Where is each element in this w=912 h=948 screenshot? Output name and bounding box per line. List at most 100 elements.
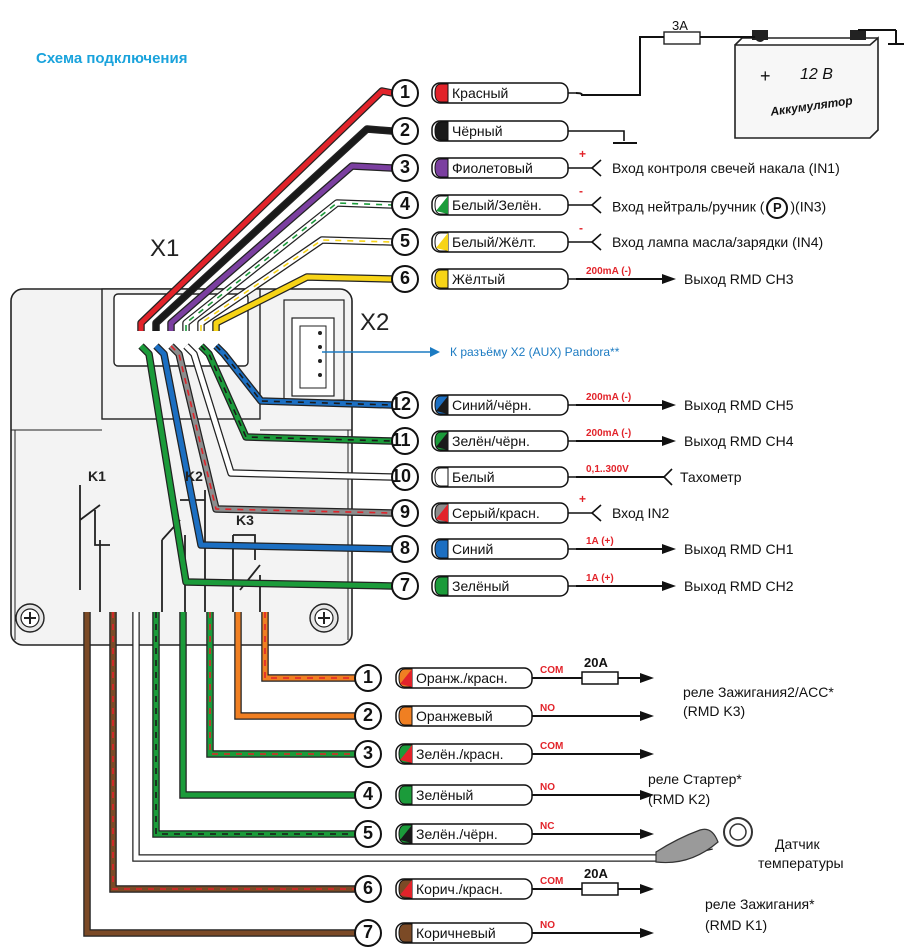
wire-number: 12 — [390, 394, 412, 414]
wire-relay-3 — [207, 612, 355, 757]
relay-group-k3-line1: реле Зажигания2/ACC* — [683, 684, 834, 700]
wire-number: 8 — [399, 538, 410, 558]
wire-number: 7 — [399, 575, 410, 595]
screw-icon-left — [15, 603, 45, 633]
wire-x1-7 — [139, 344, 393, 589]
wire-x1-1 — [138, 88, 393, 331]
wire-label: Коричневый — [416, 925, 496, 941]
relay-group-k1-line2: (RMD K1) — [705, 917, 768, 933]
temperature-sensor-icon — [655, 828, 719, 864]
wire-label: Жёлтый — [452, 271, 506, 287]
wire-relay-7 — [84, 612, 355, 936]
wire-number-circle — [391, 79, 419, 107]
fuse-icon — [581, 882, 619, 896]
wire-number-circle — [354, 919, 382, 947]
wire-signal: 1A (+) — [586, 573, 614, 584]
wire-label: Зелёный — [452, 578, 510, 594]
battery-plus: + — [760, 66, 771, 86]
wire-number-circle — [391, 391, 419, 419]
module-body — [10, 288, 353, 646]
wire-number: 11 — [391, 430, 411, 450]
wire-number: 5 — [362, 823, 373, 843]
wire-x1-6 — [213, 274, 393, 331]
wire-signal: NO — [540, 920, 555, 931]
parking-brake-icon: P — [766, 197, 789, 219]
wire-number: 10 — [390, 466, 412, 486]
wire-signal: NO — [540, 782, 555, 793]
wire-number: 1 — [362, 667, 373, 687]
wire-number: 9 — [399, 502, 410, 522]
wire-x1-10 — [184, 344, 393, 480]
wire-signal: + — [579, 492, 587, 506]
wire-label: Зелён./чёрн. — [416, 826, 498, 842]
wire-number-circle — [391, 117, 419, 145]
wire-label: Зелёный — [416, 787, 474, 803]
wire-number-circle — [391, 572, 419, 600]
wire-number: 7 — [362, 922, 373, 942]
connector-x1-label: X1 — [150, 235, 180, 262]
relay-k1-label: K1 — [88, 468, 106, 484]
wire-number: 6 — [362, 878, 373, 898]
wire-number: 2 — [362, 705, 373, 725]
screw-icon-right — [309, 603, 339, 633]
wire-number: 1 — [399, 82, 410, 102]
fuse-label: 20A — [584, 655, 608, 670]
wire-number-circle — [391, 154, 419, 182]
wire-signal: 1A (+) — [586, 536, 614, 547]
fuse-icon — [581, 671, 619, 685]
battery-fuse — [663, 31, 701, 45]
wire-number: 4 — [399, 194, 410, 214]
wire-label: Белый/Жёлт. — [452, 234, 537, 250]
relay-k2-label: K2 — [185, 468, 203, 484]
wire-function: Выход RMD CH5 — [684, 397, 794, 413]
wire-label: Серый/красн. — [452, 505, 540, 521]
wire-number-circle — [391, 499, 419, 527]
wire-function: Тахометр — [680, 469, 742, 485]
wire-label: Оранжевый — [416, 708, 493, 724]
relay-group-k2-line1: реле Стартер* — [648, 771, 742, 787]
wire-x1-2 — [153, 126, 393, 331]
wire-signal: - — [579, 221, 583, 235]
wire-number: 6 — [399, 268, 410, 288]
relay-group-k2-line2: (RMD K2) — [648, 791, 711, 807]
wire-label: Белый/Зелён. — [452, 197, 542, 213]
wire-number-circle — [391, 535, 419, 563]
wire-number-circle — [391, 427, 419, 455]
wire-label: Синий/чёрн. — [452, 397, 532, 413]
x2-note: К разъёму X2 (AUX) Pandora** — [450, 345, 620, 359]
wire-number-circle — [354, 740, 382, 768]
wire-label: Оранж./красн. — [416, 670, 508, 686]
wire-x1-8 — [154, 344, 393, 552]
wire-function: Выход RMD CH4 — [684, 433, 794, 449]
wire-function: Вход нейтраль/ручник (P)(IN3) — [612, 197, 826, 219]
wire-number: 3 — [362, 743, 373, 763]
connector-x2-label: X2 — [360, 309, 390, 336]
battery-voltage: 12 В — [800, 66, 833, 83]
wire-signal: 0,1..300V — [586, 464, 629, 475]
wire-signal: COM — [540, 876, 564, 887]
wire-number-circle — [354, 702, 382, 730]
wire-number: 5 — [399, 231, 410, 251]
wire-function: Выход RMD CH2 — [684, 578, 794, 594]
page-title: Схема подключения — [36, 50, 188, 67]
battery-fuse-label: 3A — [672, 18, 688, 33]
sensor-label-line1: Датчик — [775, 836, 820, 852]
wire-signal: 200mA (-) — [586, 428, 632, 439]
wire-signal: - — [579, 184, 583, 198]
fuse-label: 20A — [584, 866, 608, 881]
wire-label: Красный — [452, 85, 509, 101]
wire-signal: COM — [540, 665, 564, 676]
wire-number-circle — [354, 781, 382, 809]
wire-label: Корич./красн. — [416, 881, 503, 897]
wire-number-circle — [391, 463, 419, 491]
wire-label: Зелён/чёрн. — [452, 433, 530, 449]
sensor-label-line2: температуры — [758, 855, 844, 871]
relay-group-k1-line1: реле Зажигания* — [705, 896, 815, 912]
wire-signal: NC — [540, 821, 555, 832]
wire-label: Синий — [452, 541, 494, 557]
wire-function: Вход лампа масла/зарядки (IN4) — [612, 234, 824, 250]
wire-number-circle — [391, 228, 419, 256]
wire-label: Чёрный — [452, 123, 503, 139]
wire-function: Вход контроля свечей накала (IN1) — [612, 160, 840, 176]
